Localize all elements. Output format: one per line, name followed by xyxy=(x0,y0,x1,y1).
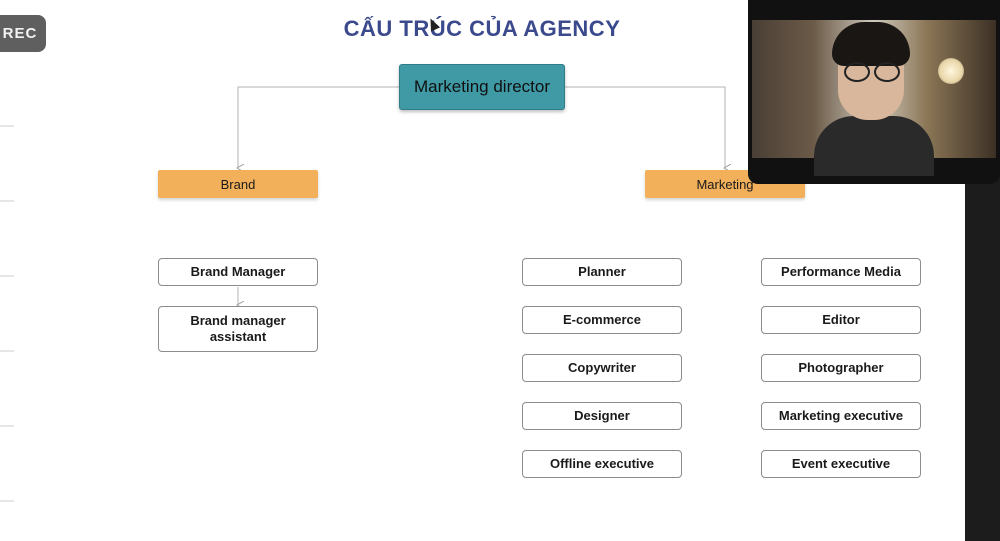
webcam-overlay[interactable] xyxy=(748,0,1000,184)
slide-title: CẤU TRÚC CỦA AGENCY xyxy=(343,16,621,41)
role-box-offline-executive: Offline executive xyxy=(522,450,682,478)
role-box-e-commerce: E-commerce xyxy=(522,306,682,334)
marketing-director-box: Marketing director xyxy=(399,64,565,110)
brand-department-box: Brand xyxy=(158,170,318,198)
role-box-photographer: Photographer xyxy=(761,354,921,382)
connector-director-marketing xyxy=(565,86,725,168)
lamp-light-shape xyxy=(938,58,964,84)
role-box-designer: Designer xyxy=(522,402,682,430)
connector-director-brand xyxy=(238,86,399,168)
recording-indicator: REC xyxy=(0,15,46,52)
webcam-video-feed xyxy=(752,20,996,176)
role-box-event-executive: Event executive xyxy=(761,450,921,478)
org-chart-connectors xyxy=(0,86,965,541)
presenter-glasses-shape xyxy=(844,62,900,82)
role-box-planner: Planner xyxy=(522,258,682,286)
role-box-performance-media: Performance Media xyxy=(761,258,921,286)
presenter-hair-shape xyxy=(832,22,910,66)
role-box-editor: Editor xyxy=(761,306,921,334)
role-box-brand-manager: Brand Manager xyxy=(158,258,318,286)
role-box-marketing-executive: Marketing executive xyxy=(761,402,921,430)
presenter-body-shape xyxy=(814,116,934,176)
role-box-copywriter: Copywriter xyxy=(522,354,682,382)
role-box-brand-manager-assistant: Brand manager assistant xyxy=(158,306,318,352)
